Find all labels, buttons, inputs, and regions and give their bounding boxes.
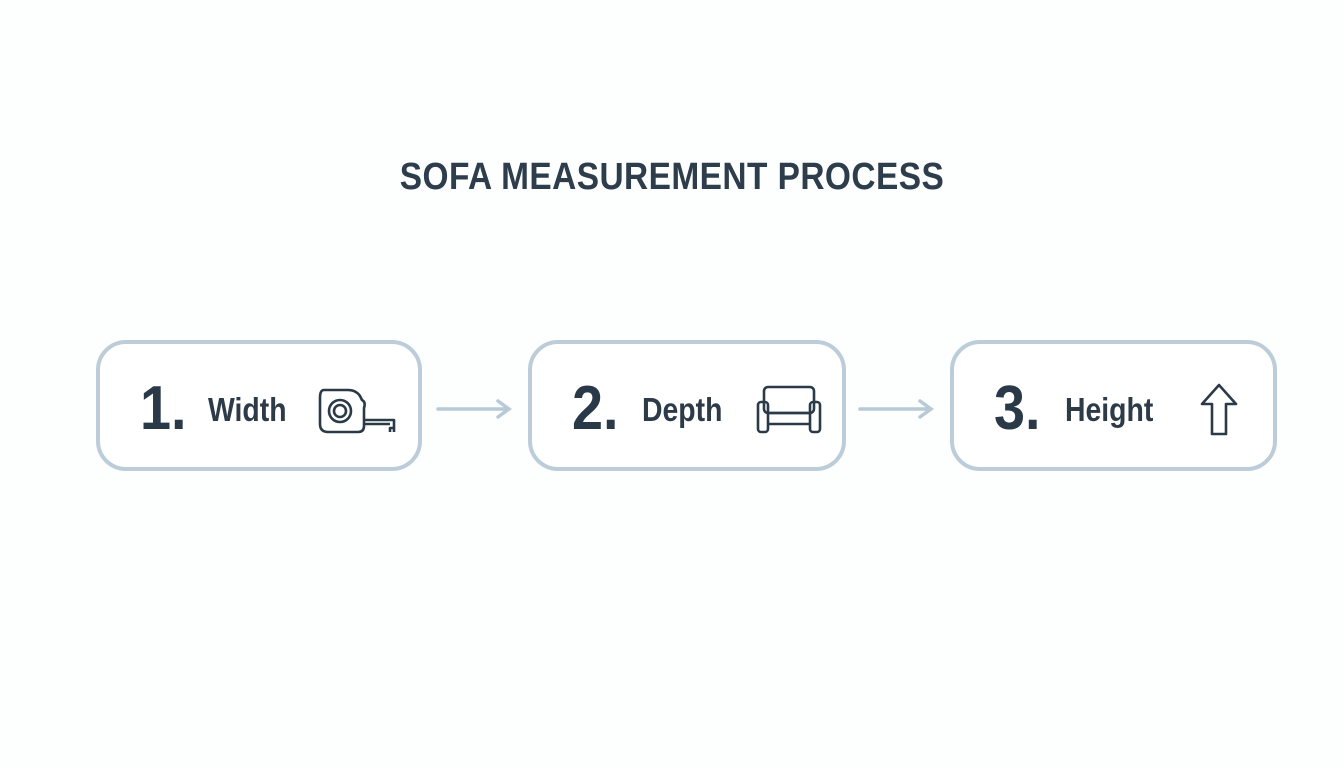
step-width: 1. Width <box>96 340 422 471</box>
step-height: 3. Height <box>950 340 1277 471</box>
step-number: 3. <box>994 374 1041 443</box>
armchair-icon <box>754 384 824 441</box>
up-arrow-icon <box>1198 382 1240 443</box>
step-label: Width <box>208 391 287 428</box>
step-number: 1. <box>140 374 187 443</box>
connector-arrow <box>858 398 936 425</box>
step-label: Height <box>1065 391 1154 428</box>
step-depth: 2. Depth <box>528 340 846 471</box>
diagram-title: SOFA MEASUREMENT PROCESS <box>399 156 945 198</box>
step-number: 2. <box>572 374 619 443</box>
step-label: Depth <box>642 391 723 428</box>
connector-arrow <box>436 398 514 425</box>
tape-measure-icon <box>316 386 398 441</box>
